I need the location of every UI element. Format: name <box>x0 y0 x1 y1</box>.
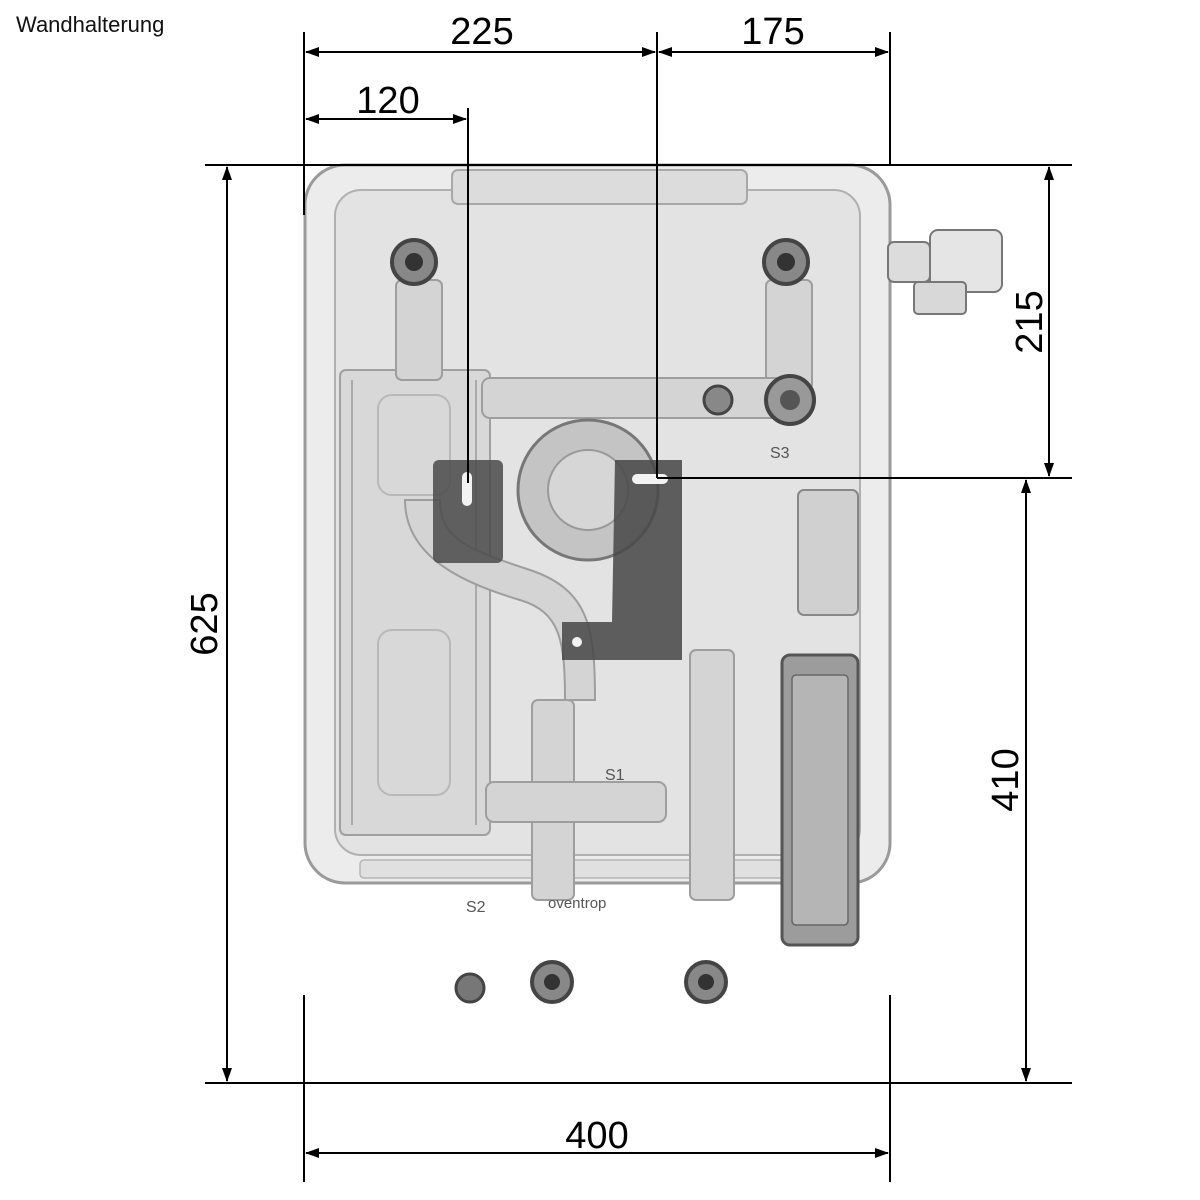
controller-box <box>780 489 860 947</box>
drawing-caption: Wandhalterung <box>16 12 165 37</box>
dimension-lines <box>205 32 1072 1182</box>
wall-bracket-left <box>433 460 503 563</box>
label-s1: S1 <box>605 767 625 784</box>
dim-225: 225 <box>450 11 513 53</box>
dim-175: 175 <box>741 11 804 53</box>
label-s2: S2 <box>466 899 486 916</box>
dim-625: 625 <box>184 592 226 655</box>
dim-400: 400 <box>565 1115 628 1157</box>
label-s3: S3 <box>770 445 790 462</box>
outlet-fitting <box>887 229 1003 315</box>
dim-215: 215 <box>1009 290 1051 353</box>
wall-bracket-right <box>562 460 682 660</box>
ball-valves <box>390 238 816 1004</box>
label-brand: oventrop <box>548 895 606 912</box>
dim-120: 120 <box>356 80 419 122</box>
dim-410: 410 <box>985 748 1027 811</box>
